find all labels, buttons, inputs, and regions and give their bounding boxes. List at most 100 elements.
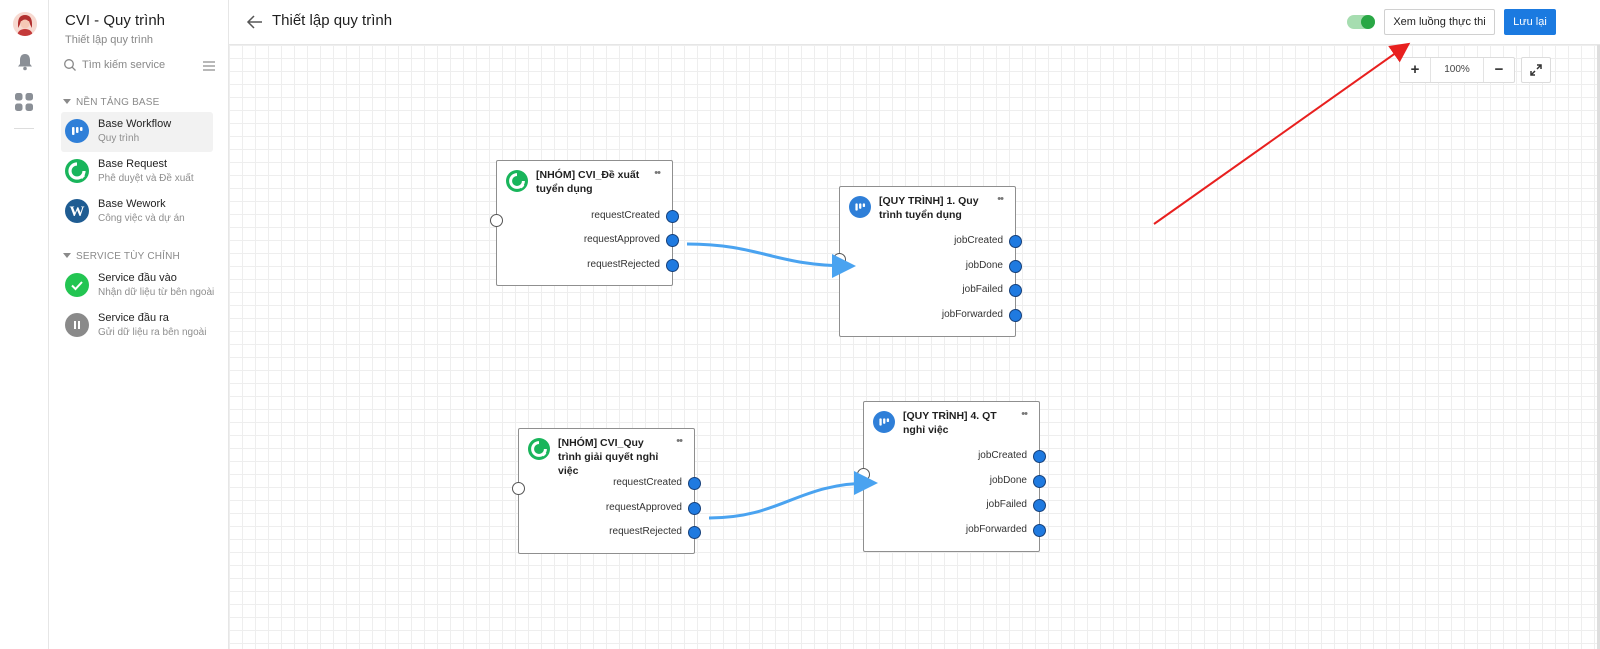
more-options-icon[interactable]: •• [1021,408,1028,420]
page-title: Thiết lập quy trình [272,12,393,29]
service-item-output[interactable]: Service đầu ra Gửi dữ liệu ra bên ngoài [61,306,213,346]
input-port[interactable] [490,214,503,227]
workflow-node[interactable]: [QUY TRÌNH] 4. QT nghỉ việc •• jobCreate… [857,401,1046,552]
base-request-icon [506,170,528,192]
more-options-icon[interactable]: •• [676,435,683,447]
node-title: [NHÓM] CVI_Quy trình giải quyết nghỉ việ… [558,437,659,477]
base-workflow-icon [873,411,895,433]
caret-down-icon [63,253,71,258]
workflow-canvas[interactable]: + 100% − [NHÓM] CVI_Đề xuất tuyển dụng •… [229,45,1600,649]
fullscreen-button[interactable] [1521,57,1551,83]
toggle-knob [1361,15,1375,29]
caret-down-icon [63,99,71,104]
output-port[interactable] [688,477,701,490]
output-port[interactable] [688,526,701,539]
output-port[interactable] [1009,260,1022,273]
page-header: Thiết lập quy trình Xem luồng thực thi L… [229,0,1600,45]
output-port[interactable] [1033,475,1046,488]
workflow-node[interactable]: [QUY TRÌNH] 1. Quy trình tuyển dụng •• j… [833,186,1022,337]
service-name: Service đầu ra [98,312,169,324]
service-item-base-workflow[interactable]: Base Workflow Quy trình [61,112,213,152]
search-icon [63,58,77,72]
base-workflow-icon [849,196,871,218]
pause-icon [65,313,89,337]
service-search[interactable]: Tìm kiếm service [63,56,215,76]
service-desc: Phê duyệt và Đề xuất [98,173,194,184]
input-port[interactable] [512,482,525,495]
zoom-in-button[interactable]: + [1400,58,1431,82]
port-label: requestApproved [605,502,682,513]
service-desc: Nhận dữ liệu từ bên ngoài [98,287,215,298]
output-port[interactable] [1009,309,1022,322]
input-port[interactable] [857,468,870,481]
port-label: jobFailed [962,284,1003,295]
node-title: [NHÓM] CVI_Đề xuất tuyển dụng [536,169,640,195]
svg-text:W: W [70,204,85,220]
service-sidebar: CVI - Quy trình Thiết lập quy trình Tìm … [49,0,229,649]
base-request-icon [528,438,550,460]
node-title: [QUY TRÌNH] 4. QT nghỉ việc [903,410,997,436]
app-subtitle: Thiết lập quy trình [65,34,154,46]
section-custom-heading[interactable]: SERVICE TÙY CHỈNH [63,251,180,262]
save-button[interactable]: Lưu lại [1504,9,1556,35]
port-label: requestRejected [609,526,682,537]
output-port[interactable] [666,234,679,247]
back-arrow-icon[interactable] [246,13,264,31]
port-label: jobForwarded [941,309,1003,320]
port-label: jobForwarded [965,524,1027,535]
canvas-scroll-edge [1597,45,1600,649]
list-menu-icon[interactable] [203,59,215,71]
service-name: Base Request [98,158,168,170]
base-request-icon [65,159,89,183]
service-desc: Gửi dữ liệu ra bên ngoài [98,327,207,338]
more-options-icon[interactable]: •• [654,167,661,179]
service-desc: Công việc và dự án [98,213,185,224]
app-title: CVI - Quy trình [65,12,166,29]
output-port[interactable] [1009,284,1022,297]
output-port[interactable] [666,210,679,223]
service-item-base-wework[interactable]: W Base Wework Công việc và dự án [61,192,213,232]
bell-icon[interactable] [15,52,35,72]
port-label: jobDone [965,260,1003,271]
icon-rail [0,0,49,649]
port-label: jobDone [989,475,1027,486]
expand-icon [1530,64,1542,76]
output-port[interactable] [1033,499,1046,512]
rail-divider [14,128,34,129]
output-port[interactable] [666,259,679,272]
input-port[interactable] [833,253,846,266]
search-input[interactable]: Tìm kiếm service [82,59,166,71]
node-title: [QUY TRÌNH] 1. Quy trình tuyển dụng [879,195,979,221]
port-label: requestApproved [583,234,660,245]
output-port[interactable] [1033,524,1046,537]
apps-grid-icon[interactable] [15,93,33,111]
service-desc: Quy trình [98,133,140,144]
base-workflow-icon [65,119,89,143]
zoom-out-button[interactable]: − [1483,58,1514,82]
output-port[interactable] [1033,450,1046,463]
base-wework-icon: W [65,199,89,223]
workflow-node[interactable]: [NHÓM] CVI_Quy trình giải quyết nghỉ việ… [512,428,701,554]
workflow-node[interactable]: [NHÓM] CVI_Đề xuất tuyển dụng •• request… [490,160,679,286]
service-name: Base Wework [98,198,166,210]
check-icon [65,273,89,297]
active-toggle[interactable] [1347,15,1375,29]
service-name: Base Workflow [98,118,172,130]
port-label: jobCreated [954,235,1003,246]
port-label: jobFailed [986,499,1027,510]
service-name: Service đầu vào [98,272,177,284]
port-label: requestRejected [587,259,660,270]
avatar[interactable] [13,12,37,36]
view-execution-button[interactable]: Xem luồng thực thi [1384,9,1495,35]
zoom-level: 100% [1444,64,1470,75]
output-port[interactable] [688,502,701,515]
port-label: requestCreated [613,477,682,488]
service-item-input[interactable]: Service đầu vào Nhận dữ liệu từ bên ngoà… [61,266,215,306]
service-item-base-request[interactable]: Base Request Phê duyệt và Đề xuất [61,152,213,192]
port-label: jobCreated [978,450,1027,461]
output-port[interactable] [1009,235,1022,248]
zoom-control: + 100% − [1399,57,1515,83]
port-label: requestCreated [591,210,660,221]
section-base-heading[interactable]: NỀN TẢNG BASE [63,97,160,108]
more-options-icon[interactable]: •• [997,193,1004,205]
